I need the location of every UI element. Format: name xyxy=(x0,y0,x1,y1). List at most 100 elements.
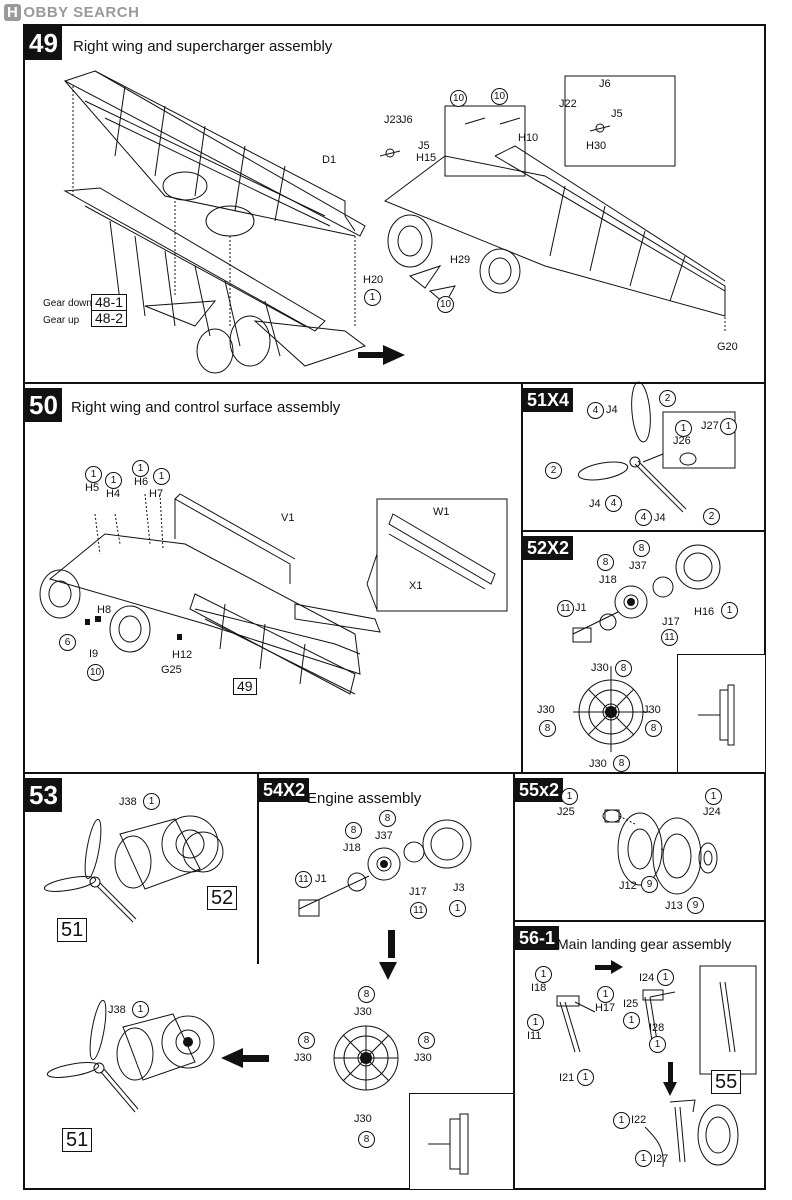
label-J37: J37 xyxy=(629,560,647,572)
qty-9-a: 9 xyxy=(641,876,658,893)
qty-8-left: 8 xyxy=(539,720,556,737)
label-H17: H17 xyxy=(595,1002,616,1014)
label-J38-lower: J38 xyxy=(108,1004,126,1016)
label-W1: W1 xyxy=(433,506,450,518)
gear-down-label: Gear down xyxy=(43,298,92,309)
gear-up-label: Gear up xyxy=(43,315,80,326)
qty-1-j25: 1 xyxy=(561,788,578,805)
ref-52: 52 xyxy=(207,886,238,910)
step-54-upper-panel: 54X2 Engine assembly 8 8 J37 J18 11 J1 J… xyxy=(257,772,515,964)
step-52-inset xyxy=(677,654,766,774)
label-H20: H20 xyxy=(363,274,384,286)
qty-8-a: 8 xyxy=(597,554,614,571)
qty-1-i24: 1 xyxy=(657,969,674,986)
qty-11-b: 11 xyxy=(410,902,427,919)
step-52-number: 52X2 xyxy=(523,536,574,560)
qty-1-h17: 1 xyxy=(597,986,614,1003)
label-J18: J18 xyxy=(599,574,617,586)
step-53-number: 53 xyxy=(25,778,62,812)
qty-2-b: 2 xyxy=(545,462,562,479)
qty-1-i22: 1 xyxy=(613,1112,630,1129)
step-54-arrow-down xyxy=(388,930,395,958)
ref-49: 49 xyxy=(233,678,257,695)
qty-11-a: 11 xyxy=(557,600,574,617)
qty-8-top: 8 xyxy=(615,660,632,677)
label-H16: H16 xyxy=(694,606,715,618)
label-I9: I9 xyxy=(89,648,99,660)
gear-up-ref: 48-2 xyxy=(91,310,128,327)
qty-1-j38-lower: 1 xyxy=(132,1001,149,1018)
label-J1: J1 xyxy=(315,873,327,885)
label-H7: H7 xyxy=(149,488,164,500)
qty-11-a: 11 xyxy=(295,871,312,888)
step-56-number: 56-1 xyxy=(515,926,560,950)
qty-1-j26: 1 xyxy=(675,420,692,437)
qty-1-j27: 1 xyxy=(720,418,737,435)
qty-1-i25: 1 xyxy=(623,1012,640,1029)
label-H10: H10 xyxy=(518,132,539,144)
label-J17: J17 xyxy=(662,616,680,628)
label-J4-a: J4 xyxy=(606,404,618,416)
qty-4-b: 4 xyxy=(605,495,622,512)
label-I28: I28 xyxy=(649,1022,665,1034)
inset-engine-side-view xyxy=(428,1113,469,1175)
step-49-title: Right wing and supercharger assembly xyxy=(73,38,333,55)
qty-1-h20: 1 xyxy=(364,289,381,306)
qty-1-h4: 1 xyxy=(105,472,122,489)
qty-8-top: 8 xyxy=(358,986,375,1003)
label-J22: J22 xyxy=(559,98,577,110)
label-J6-a: J6 xyxy=(401,114,413,126)
qty-10-a: 10 xyxy=(450,90,467,107)
inset-engine-side-view xyxy=(698,684,735,746)
label-G20: G20 xyxy=(717,341,738,353)
step-54-arrowheads xyxy=(221,962,397,1068)
label-J27: J27 xyxy=(701,420,719,432)
label-J18: J18 xyxy=(343,842,361,854)
step-50-number: 50 xyxy=(25,388,62,422)
label-J1: J1 xyxy=(575,602,587,614)
step-56-panel: 56-1 Main landing gear assembly 1 I18 1 … xyxy=(513,920,766,1190)
step-56-arrows xyxy=(595,960,677,1096)
ref-55: 55 xyxy=(711,1070,742,1094)
qty-11-b: 11 xyxy=(661,629,678,646)
label-H5: H5 xyxy=(85,482,100,494)
step-51-number: 51X4 xyxy=(523,388,574,412)
qty-1-j3: 1 xyxy=(449,900,466,917)
label-J13: J13 xyxy=(665,900,683,912)
step-49-left-wing-drawing xyxy=(63,70,726,374)
qty-1-j38: 1 xyxy=(143,793,160,810)
label-J4-c: J4 xyxy=(654,512,666,524)
qty-8-right: 8 xyxy=(645,720,662,737)
label-J38: J38 xyxy=(119,796,137,808)
step-51-propeller-drawing xyxy=(577,381,736,513)
label-J30-left: J30 xyxy=(537,704,555,716)
qty-6: 6 xyxy=(59,634,76,651)
qty-10-c: 10 xyxy=(437,296,454,313)
label-V1: V1 xyxy=(281,512,295,524)
label-J37: J37 xyxy=(375,830,393,842)
qty-4-c: 4 xyxy=(635,509,652,526)
label-H12: H12 xyxy=(172,649,193,661)
step-55-wheel-drawing xyxy=(602,809,718,895)
label-H29: H29 xyxy=(450,254,471,266)
step-51-panel: 51X4 4 J4 2 1 J26 J27 1 2 J4 4 4 J4 2 xyxy=(521,381,766,532)
label-G25: G25 xyxy=(161,664,182,676)
label-J24: J24 xyxy=(703,806,721,818)
qty-8-bottom: 8 xyxy=(613,755,630,772)
label-I22: I22 xyxy=(631,1114,647,1126)
label-I25: I25 xyxy=(623,998,639,1010)
label-I11: I11 xyxy=(527,1030,542,1042)
ref-51: 51 xyxy=(57,918,88,942)
label-I18: I18 xyxy=(531,982,547,994)
qty-1-i27: 1 xyxy=(635,1150,652,1167)
label-J30-left: J30 xyxy=(294,1052,312,1064)
label-J30-right: J30 xyxy=(414,1052,432,1064)
qty-1-h5: 1 xyxy=(85,466,102,483)
step-49-number: 49 xyxy=(25,26,62,60)
qty-4-a: 4 xyxy=(587,402,604,419)
label-J30-top: J30 xyxy=(354,1006,372,1018)
qty-1-h7: 1 xyxy=(153,468,170,485)
label-I24: I24 xyxy=(639,972,655,984)
qty-8-b: 8 xyxy=(633,540,650,557)
step-52-panel: 52X2 8 8 J37 J18 11 J1 J17 11 H16 1 J30 xyxy=(521,530,766,774)
